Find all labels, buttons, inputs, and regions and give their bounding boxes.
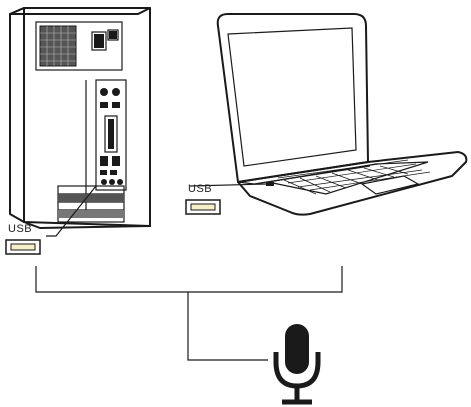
microphone-connection-line [188, 292, 268, 360]
usb-port-icon [6, 240, 40, 254]
desktop-tower-rear-icon [10, 8, 150, 228]
microphone-icon [276, 324, 318, 402]
laptop-usb-label: USB [188, 183, 212, 195]
desktop-usb-label: USB [8, 223, 32, 235]
usb-port-icon [186, 200, 220, 214]
connection-line [36, 266, 342, 292]
